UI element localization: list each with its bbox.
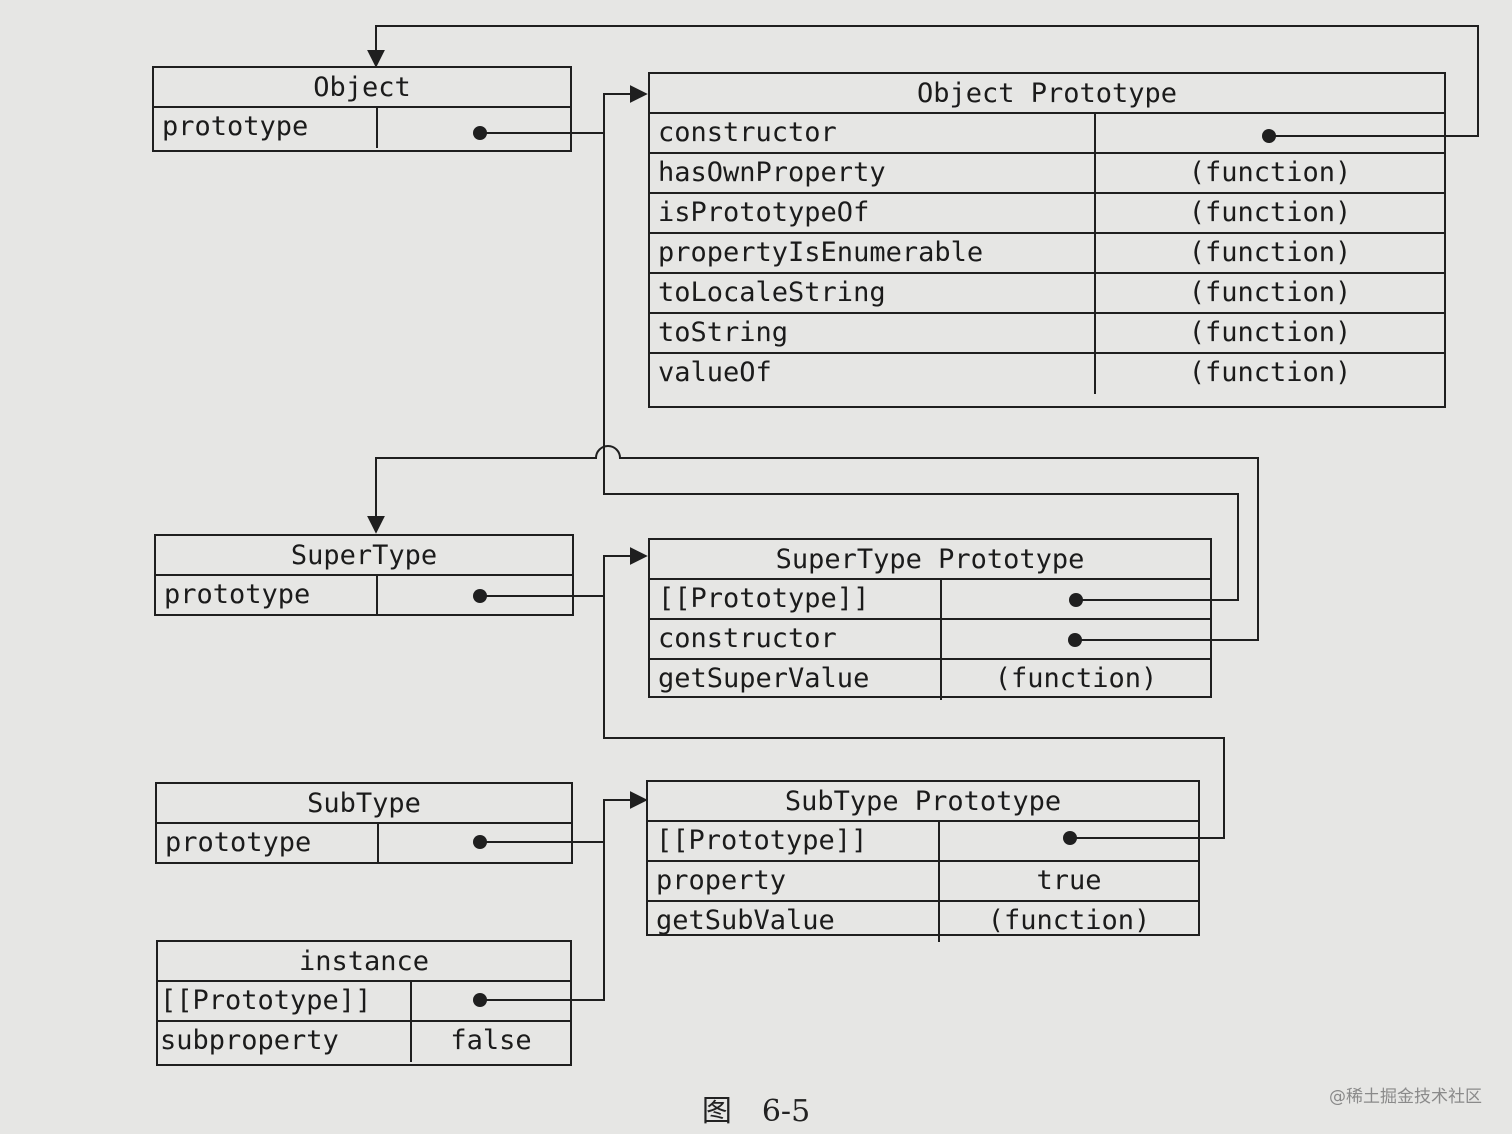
table-row: hasOwnProperty (function) xyxy=(650,154,1444,194)
supertype-title: SuperType xyxy=(156,536,572,576)
subtype-box: SubType prototype xyxy=(155,782,573,864)
table-row: property true xyxy=(648,862,1198,902)
table-row: [[Prototype]] xyxy=(648,822,1198,862)
table-row: prototype xyxy=(156,576,572,616)
row-key: property xyxy=(648,862,940,900)
table-row: valueOf (function) xyxy=(650,354,1444,394)
row-value: (function) xyxy=(1188,277,1352,308)
row-key: [[Prototype]] xyxy=(158,982,412,1020)
object-box: Object prototype xyxy=(152,66,572,152)
link-supertype-constructor xyxy=(367,445,1259,641)
row-key: prototype xyxy=(157,824,379,864)
table-row: constructor xyxy=(650,620,1210,660)
row-key: subproperty xyxy=(158,1022,412,1062)
supertype-prototype-title: SuperType Prototype xyxy=(650,540,1210,580)
instance-box: instance [[Prototype]] subproperty false xyxy=(156,940,572,1066)
table-row: toLocaleString (function) xyxy=(650,274,1444,314)
supertype-prototype-box: SuperType Prototype [[Prototype]] constr… xyxy=(648,538,1212,700)
link-subtype-proto-to-supertype-proto xyxy=(603,596,1225,839)
row-value: (function) xyxy=(1188,237,1352,268)
table-row: subproperty false xyxy=(158,1022,570,1062)
subtype-prototype-box: SubType Prototype [[Prototype]] property… xyxy=(646,780,1200,942)
row-value xyxy=(378,576,572,616)
row-value: (function) xyxy=(1188,357,1352,388)
row-key: [[Prototype]] xyxy=(650,580,942,618)
pointer-dot xyxy=(473,993,487,1007)
link-supertype-proto-to-object-proto xyxy=(603,133,1239,601)
row-key: getSuperValue xyxy=(650,660,942,700)
table-row: constructor xyxy=(650,114,1444,154)
pointer-dot xyxy=(473,835,487,849)
row-value xyxy=(378,108,570,148)
table-row: [[Prototype]] xyxy=(158,982,570,1022)
supertype-box: SuperType prototype xyxy=(154,534,574,616)
table-row: [[Prototype]] xyxy=(650,580,1210,620)
link-supertype-to-prototype xyxy=(480,547,648,597)
pointer-dot xyxy=(1069,593,1083,607)
row-key: propertyIsEnumerable xyxy=(650,234,1096,272)
instance-title: instance xyxy=(158,942,570,982)
pointer-dot xyxy=(1262,129,1276,143)
row-value xyxy=(940,822,1198,860)
pointer-dot xyxy=(1063,831,1077,845)
pointer-dot xyxy=(1068,633,1082,647)
table-row: prototype xyxy=(157,824,571,864)
row-value: (function) xyxy=(1188,317,1352,348)
table-row: toString (function) xyxy=(650,314,1444,354)
object-prototype-title: Object Prototype xyxy=(650,74,1444,114)
figure-caption: 图 6-5 xyxy=(701,1094,811,1129)
subtype-title: SubType xyxy=(157,784,571,824)
row-key: toLocaleString xyxy=(650,274,1096,312)
row-value xyxy=(942,620,1210,658)
table-row: propertyIsEnumerable (function) xyxy=(650,234,1444,274)
link-object-constructor xyxy=(367,25,1479,137)
link-instance-to-subtype-proto xyxy=(480,842,605,1001)
row-key: prototype xyxy=(156,576,378,616)
row-key: isPrototypeOf xyxy=(650,194,1096,232)
row-value xyxy=(1096,114,1444,152)
table-row: isPrototypeOf (function) xyxy=(650,194,1444,234)
row-key: [[Prototype]] xyxy=(648,822,940,860)
row-value: (function) xyxy=(994,663,1158,694)
row-value: (function) xyxy=(1188,157,1352,188)
row-key: prototype xyxy=(154,108,378,148)
link-object-to-prototype xyxy=(480,85,648,134)
object-prototype-box: Object Prototype constructor hasOwnPrope… xyxy=(648,72,1446,408)
table-row: getSuperValue (function) xyxy=(650,660,1210,700)
row-value: (function) xyxy=(987,905,1151,936)
row-key: constructor xyxy=(650,114,1096,152)
row-value xyxy=(412,982,570,1020)
subtype-prototype-title: SubType Prototype xyxy=(648,782,1198,822)
row-value xyxy=(379,824,571,864)
watermark: @稀土掘金技术社区 xyxy=(1329,1087,1482,1107)
table-row: prototype xyxy=(154,108,570,148)
link-subtype-to-prototype xyxy=(480,791,648,843)
row-value: (function) xyxy=(1188,197,1352,228)
row-key: constructor xyxy=(650,620,942,658)
object-title: Object xyxy=(154,68,570,108)
row-key: hasOwnProperty xyxy=(650,154,1096,192)
row-value: true xyxy=(1036,865,1102,896)
row-value: false xyxy=(450,1025,532,1056)
row-key: getSubValue xyxy=(648,902,940,942)
row-key: toString xyxy=(650,314,1096,352)
row-value xyxy=(942,580,1210,618)
pointer-dot xyxy=(473,589,487,603)
table-row: getSubValue (function) xyxy=(648,902,1198,942)
pointer-dot xyxy=(473,126,487,140)
row-key: valueOf xyxy=(650,354,1096,394)
